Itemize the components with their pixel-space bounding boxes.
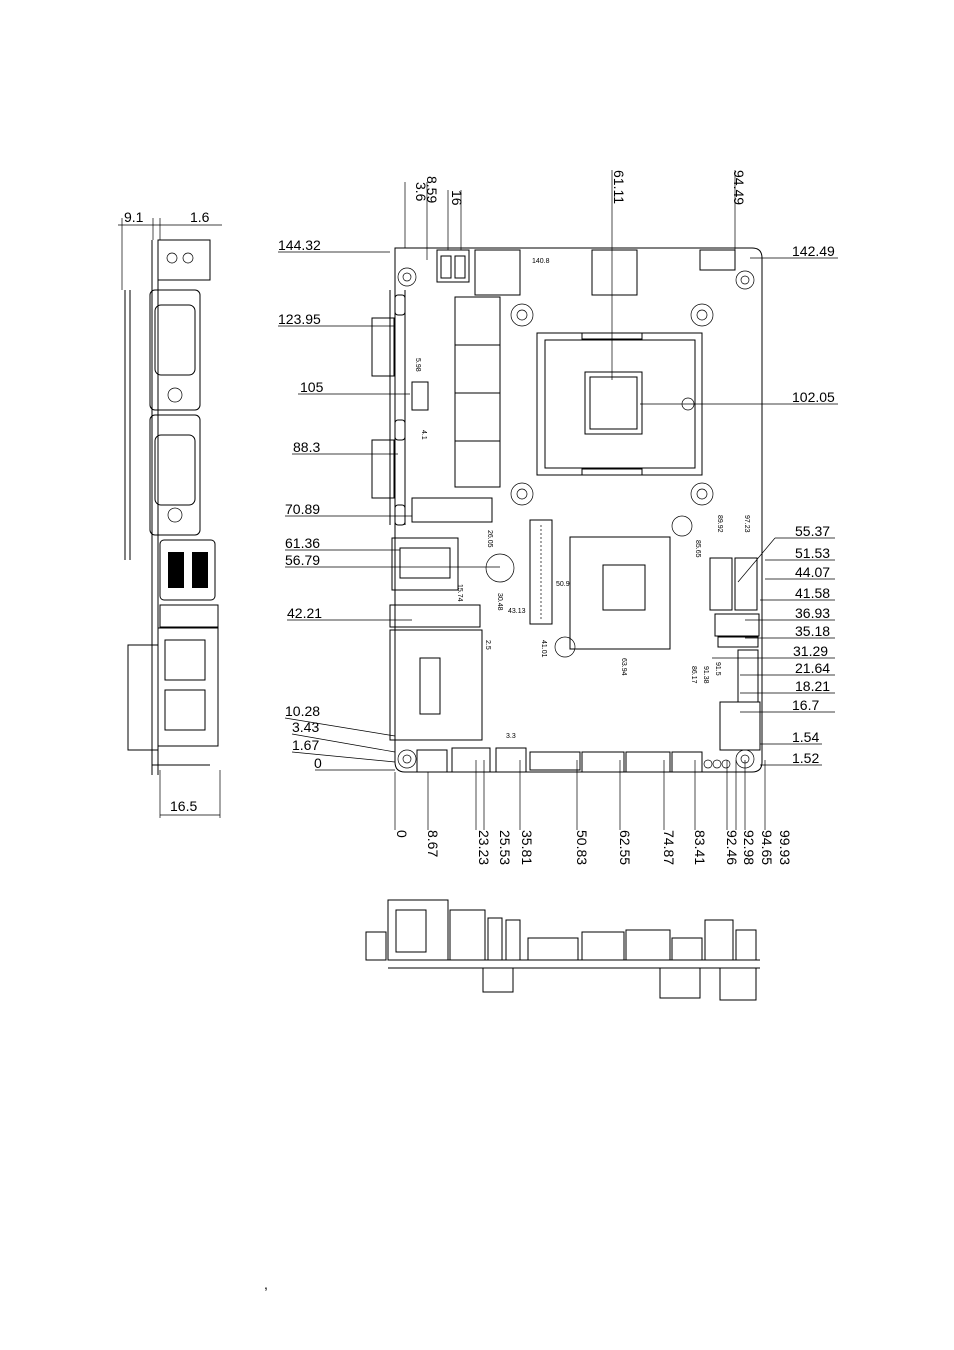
left-dim-123.95: 123.95	[278, 311, 321, 327]
left-dim-56.79: 56.79	[285, 552, 320, 568]
label-4.1: 4.1	[420, 430, 427, 440]
right-dim-1.54: 1.54	[792, 729, 819, 745]
label-91.38: 91.38	[702, 666, 709, 684]
label-140.8: 140.8	[532, 258, 550, 265]
stray-mark: ,	[264, 1276, 268, 1292]
front-view	[365, 899, 760, 1001]
side-dim-top-left: 9.1	[124, 209, 144, 225]
right-dim-1.52: 1.52	[792, 750, 819, 766]
right-dim-102.05: 102.05	[792, 389, 835, 405]
right-dim-18.21: 18.21	[795, 678, 830, 694]
bottom-dim-62.55: 62.55	[617, 830, 633, 865]
right-dim-44.07: 44.07	[795, 564, 830, 580]
label-26.05: 26.05	[486, 530, 493, 548]
right-dim-16.7: 16.7	[792, 697, 819, 713]
left-dim-0: 0	[314, 755, 322, 771]
side-dim-top-right: 1.6	[190, 209, 210, 225]
top-dim-8.59: 8.59	[424, 176, 440, 203]
right-dim-21.64: 21.64	[795, 660, 830, 676]
left-dim-3.43: 3.43	[292, 719, 319, 735]
bottom-dim-0: 0	[394, 830, 410, 838]
left-dim-144.32: 144.32	[278, 237, 321, 253]
label-63.94: 63.94	[620, 658, 627, 676]
label-15.74: 15.74	[456, 584, 463, 602]
right-dim-55.37: 55.37	[795, 523, 830, 539]
label-30.48: 30.48	[496, 593, 503, 611]
label-43.13: 43.13	[508, 608, 526, 615]
left-dim-61.36: 61.36	[285, 535, 320, 551]
label-3.3: 3.3	[506, 733, 516, 740]
bottom-dim-92.98: 92.98	[741, 830, 757, 865]
label-2.5: 2.5	[484, 640, 491, 650]
top-dim-3.6: 3.6	[413, 182, 429, 202]
top-dim-16: 16	[449, 190, 465, 206]
left-dim-88.3: 88.3	[293, 439, 320, 455]
top-dim-61.11: 61.11	[611, 170, 627, 204]
bottom-dim-35.81: 35.81	[519, 830, 535, 865]
right-dim-51.53: 51.53	[795, 545, 830, 561]
bottom-dim-74.87: 74.87	[661, 830, 677, 865]
bottom-dim-25.53: 25.53	[497, 830, 513, 865]
bottom-dim-8.67: 8.67	[425, 830, 441, 857]
right-dim-36.93: 36.93	[795, 605, 830, 621]
bottom-dim-92.46: 92.46	[724, 830, 740, 865]
top-view: 3.6 8.59 16 61.11 94.49 144.32 123.95 10…	[278, 170, 838, 865]
left-dim-42.21: 42.21	[287, 605, 322, 621]
right-dim-142.49: 142.49	[792, 243, 835, 259]
right-dim-31.29: 31.29	[793, 643, 828, 659]
label-85.65: 85.65	[694, 540, 701, 558]
label-97.23: 97.23	[743, 515, 750, 533]
label-41.01: 41.01	[540, 640, 547, 658]
left-dim-1.67: 1.67	[292, 737, 319, 753]
left-dim-10.28: 10.28	[285, 703, 320, 719]
left-dim-70.89: 70.89	[285, 501, 320, 517]
side-dim-bottom: 16.5	[170, 798, 197, 814]
label-91.5: 91.5	[714, 662, 721, 676]
left-dim-105: 105	[300, 379, 324, 395]
side-view: 9.1 1.6 16.5	[118, 209, 222, 818]
bottom-dim-50.83: 50.83	[574, 830, 590, 865]
label-89.92: 89.92	[716, 515, 723, 533]
bottom-dim-99.93: 99.93	[777, 830, 793, 865]
label-5.98: 5.98	[414, 358, 421, 372]
bottom-dim-23.23: 23.23	[476, 830, 492, 865]
right-dim-41.58: 41.58	[795, 585, 830, 601]
bottom-dim-83.41: 83.41	[692, 830, 708, 865]
bottom-dim-94.65: 94.65	[759, 830, 775, 865]
right-dim-35.18: 35.18	[795, 623, 830, 639]
top-dim-94.49: 94.49	[731, 170, 747, 205]
label-86.17: 86.17	[690, 666, 697, 684]
label-50.9: 50.9	[556, 581, 570, 588]
